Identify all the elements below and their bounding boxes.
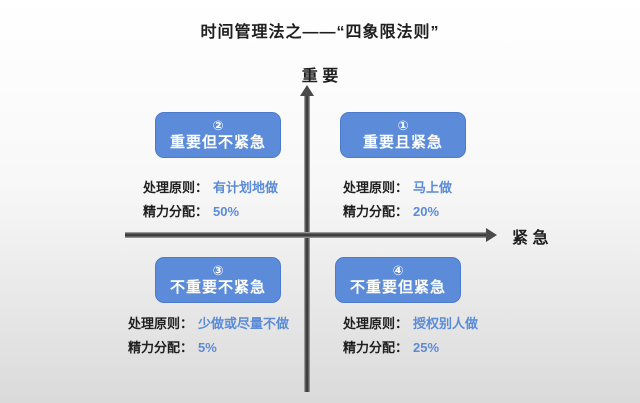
- quadrant-4-energy-row: 精力分配： 25%: [343, 336, 478, 360]
- quadrant-1-name: 重要且紧急: [362, 134, 443, 151]
- energy-value: 5%: [198, 340, 217, 355]
- energy-value: 20%: [413, 204, 440, 219]
- quadrant-1-box: ① 重要且紧急: [340, 112, 466, 158]
- principle-value: 授权别人做: [413, 316, 479, 331]
- quadrant-3-principle-row: 处理原则： 少做或尽量不做: [128, 312, 289, 336]
- axis-label-important: 重 要: [301, 68, 339, 85]
- quadrant-2-details: 处理原则： 有计划地做 精力分配： 50%: [143, 176, 278, 224]
- principle-label: 处理原则：: [128, 316, 194, 331]
- energy-label: 精力分配：: [128, 340, 194, 355]
- axis-label-urgent: 紧 急: [512, 230, 549, 247]
- quadrant-1-number: ①: [397, 118, 409, 133]
- up-arrow-icon: [300, 85, 314, 96]
- principle-label: 处理原则：: [143, 180, 209, 195]
- quadrant-3-number: ③: [212, 263, 224, 278]
- energy-label: 精力分配：: [343, 204, 409, 219]
- principle-value: 有计划地做: [213, 180, 279, 195]
- quadrant-1-energy-row: 精力分配： 20%: [343, 200, 452, 224]
- energy-label: 精力分配：: [143, 204, 209, 219]
- quadrant-4-number: ④: [392, 263, 404, 278]
- right-arrow-icon: [486, 228, 497, 242]
- quadrant-2-number: ②: [212, 118, 224, 133]
- quadrant-4-principle-row: 处理原则： 授权别人做: [343, 312, 478, 336]
- quadrant-3-details: 处理原则： 少做或尽量不做 精力分配： 5%: [128, 312, 289, 360]
- quadrant-3-box: ③ 不重要不紧急: [155, 257, 281, 303]
- energy-value: 25%: [413, 340, 440, 355]
- quadrant-4-name: 不重要但紧急: [349, 279, 446, 296]
- principle-value: 少做或尽量不做: [198, 316, 290, 331]
- quadrant-3-name: 不重要不紧急: [169, 279, 266, 296]
- quadrant-1-details: 处理原则： 马上做 精力分配： 20%: [343, 176, 452, 224]
- quadrant-4-box: ④ 不重要但紧急: [335, 257, 461, 303]
- quadrant-4-details: 处理原则： 授权别人做 精力分配： 25%: [343, 312, 478, 360]
- vertical-axis-line: [304, 96, 310, 392]
- quadrant-2-box: ② 重要但不紧急: [155, 112, 281, 158]
- quadrant-2-principle-row: 处理原则： 有计划地做: [143, 176, 278, 200]
- quadrant-2-energy-row: 精力分配： 50%: [143, 200, 278, 224]
- quadrant-2-name: 重要但不紧急: [169, 134, 266, 151]
- principle-value: 马上做: [413, 180, 453, 195]
- principle-label: 处理原则：: [343, 316, 409, 331]
- quadrant-1-principle-row: 处理原则： 马上做: [343, 176, 452, 200]
- energy-value: 50%: [213, 204, 240, 219]
- quadrant-3-energy-row: 精力分配： 5%: [128, 336, 289, 360]
- principle-label: 处理原则：: [343, 180, 409, 195]
- page-title: 时间管理法之——“四象限法则”: [200, 24, 440, 41]
- energy-label: 精力分配：: [343, 340, 409, 355]
- horizontal-axis-line: [125, 232, 488, 238]
